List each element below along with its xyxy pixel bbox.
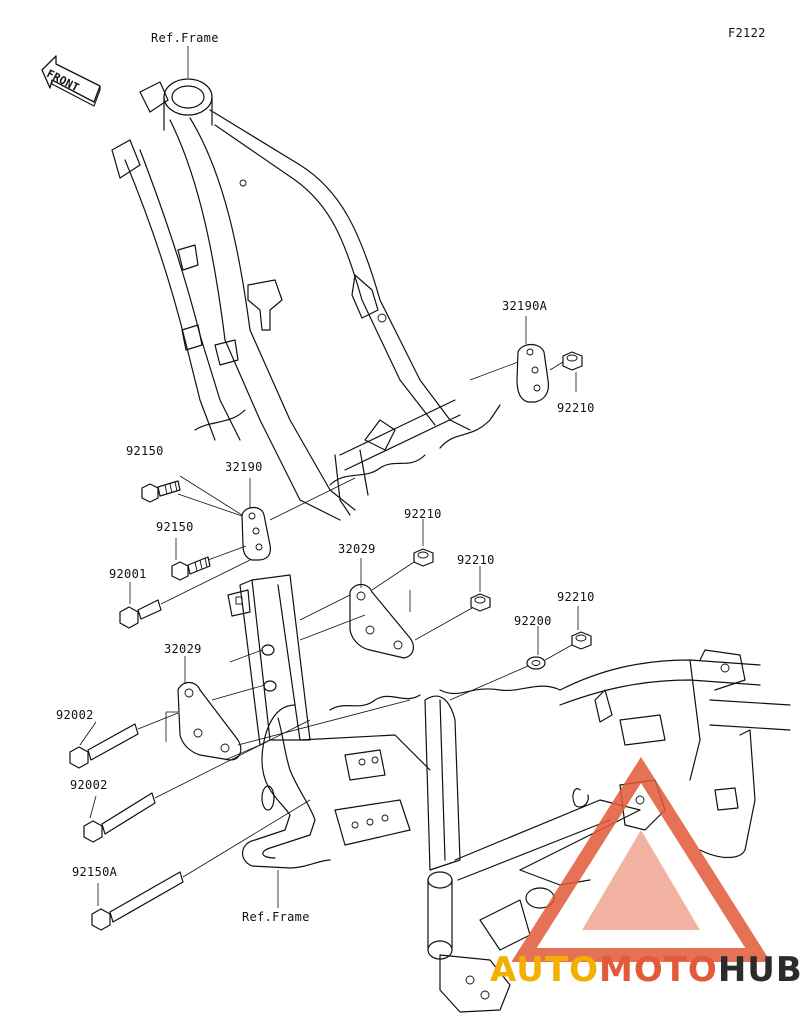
lower-frame-drawing [227, 574, 791, 1013]
part-92002-bolt-b [83, 792, 156, 843]
main-frame-drawing [111, 78, 501, 521]
watermark-auto: AUTO [490, 950, 599, 990]
part-92210-nut-b [413, 548, 434, 567]
ref-frame-bottom-label: Ref.Frame [242, 910, 310, 924]
part-92200-washer [526, 656, 546, 670]
part-label-32190A: 32190A [502, 299, 548, 313]
part-label-32029-a: 32029 [338, 542, 376, 556]
part-label-92002-a: 92002 [56, 708, 94, 722]
part-32029-plate-b [177, 681, 242, 761]
part-label-32190: 32190 [225, 460, 263, 474]
watermark-brand-text: AUTOMOTOHUB [490, 950, 800, 990]
part-32190-plate [241, 506, 271, 561]
front-arrow-icon [41, 55, 101, 107]
part-label-92001: 92001 [109, 567, 147, 581]
part-label-92200: 92200 [514, 614, 552, 628]
part-92150-bolt-b [171, 556, 211, 581]
ref-frame-top-label: Ref.Frame [151, 31, 219, 45]
part-label-92210-d: 92210 [557, 590, 595, 604]
leader-lines [79, 46, 579, 908]
part-label-92002-b: 92002 [70, 778, 108, 792]
part-label-32029-b: 32029 [164, 642, 202, 656]
watermark-moto: MOTO [598, 950, 718, 990]
part-92150-bolt-a [141, 480, 181, 503]
part-label-92150A: 92150A [72, 865, 118, 879]
part-92002-bolt-a [69, 723, 139, 769]
part-label-92150-b: 92150 [156, 520, 194, 534]
part-32029-plate-a [349, 583, 414, 659]
part-label-92150-a: 92150 [126, 444, 164, 458]
part-92150A-bolt [91, 871, 184, 931]
part-label-92210-c: 92210 [457, 553, 495, 567]
part-label-92210-a: 92210 [557, 401, 595, 415]
watermark-hub: HUB [717, 950, 800, 990]
watermark-triangle-logo [511, 756, 771, 962]
part-label-92210-b: 92210 [404, 507, 442, 521]
part-92210-nut-a [562, 351, 583, 371]
part-92210-nut-c [470, 593, 491, 612]
diagram-code: F2122 [728, 26, 766, 40]
part-92001-bolt [119, 599, 162, 629]
part-92210-nut-d [571, 631, 592, 650]
part-32190A-plate [516, 343, 550, 403]
